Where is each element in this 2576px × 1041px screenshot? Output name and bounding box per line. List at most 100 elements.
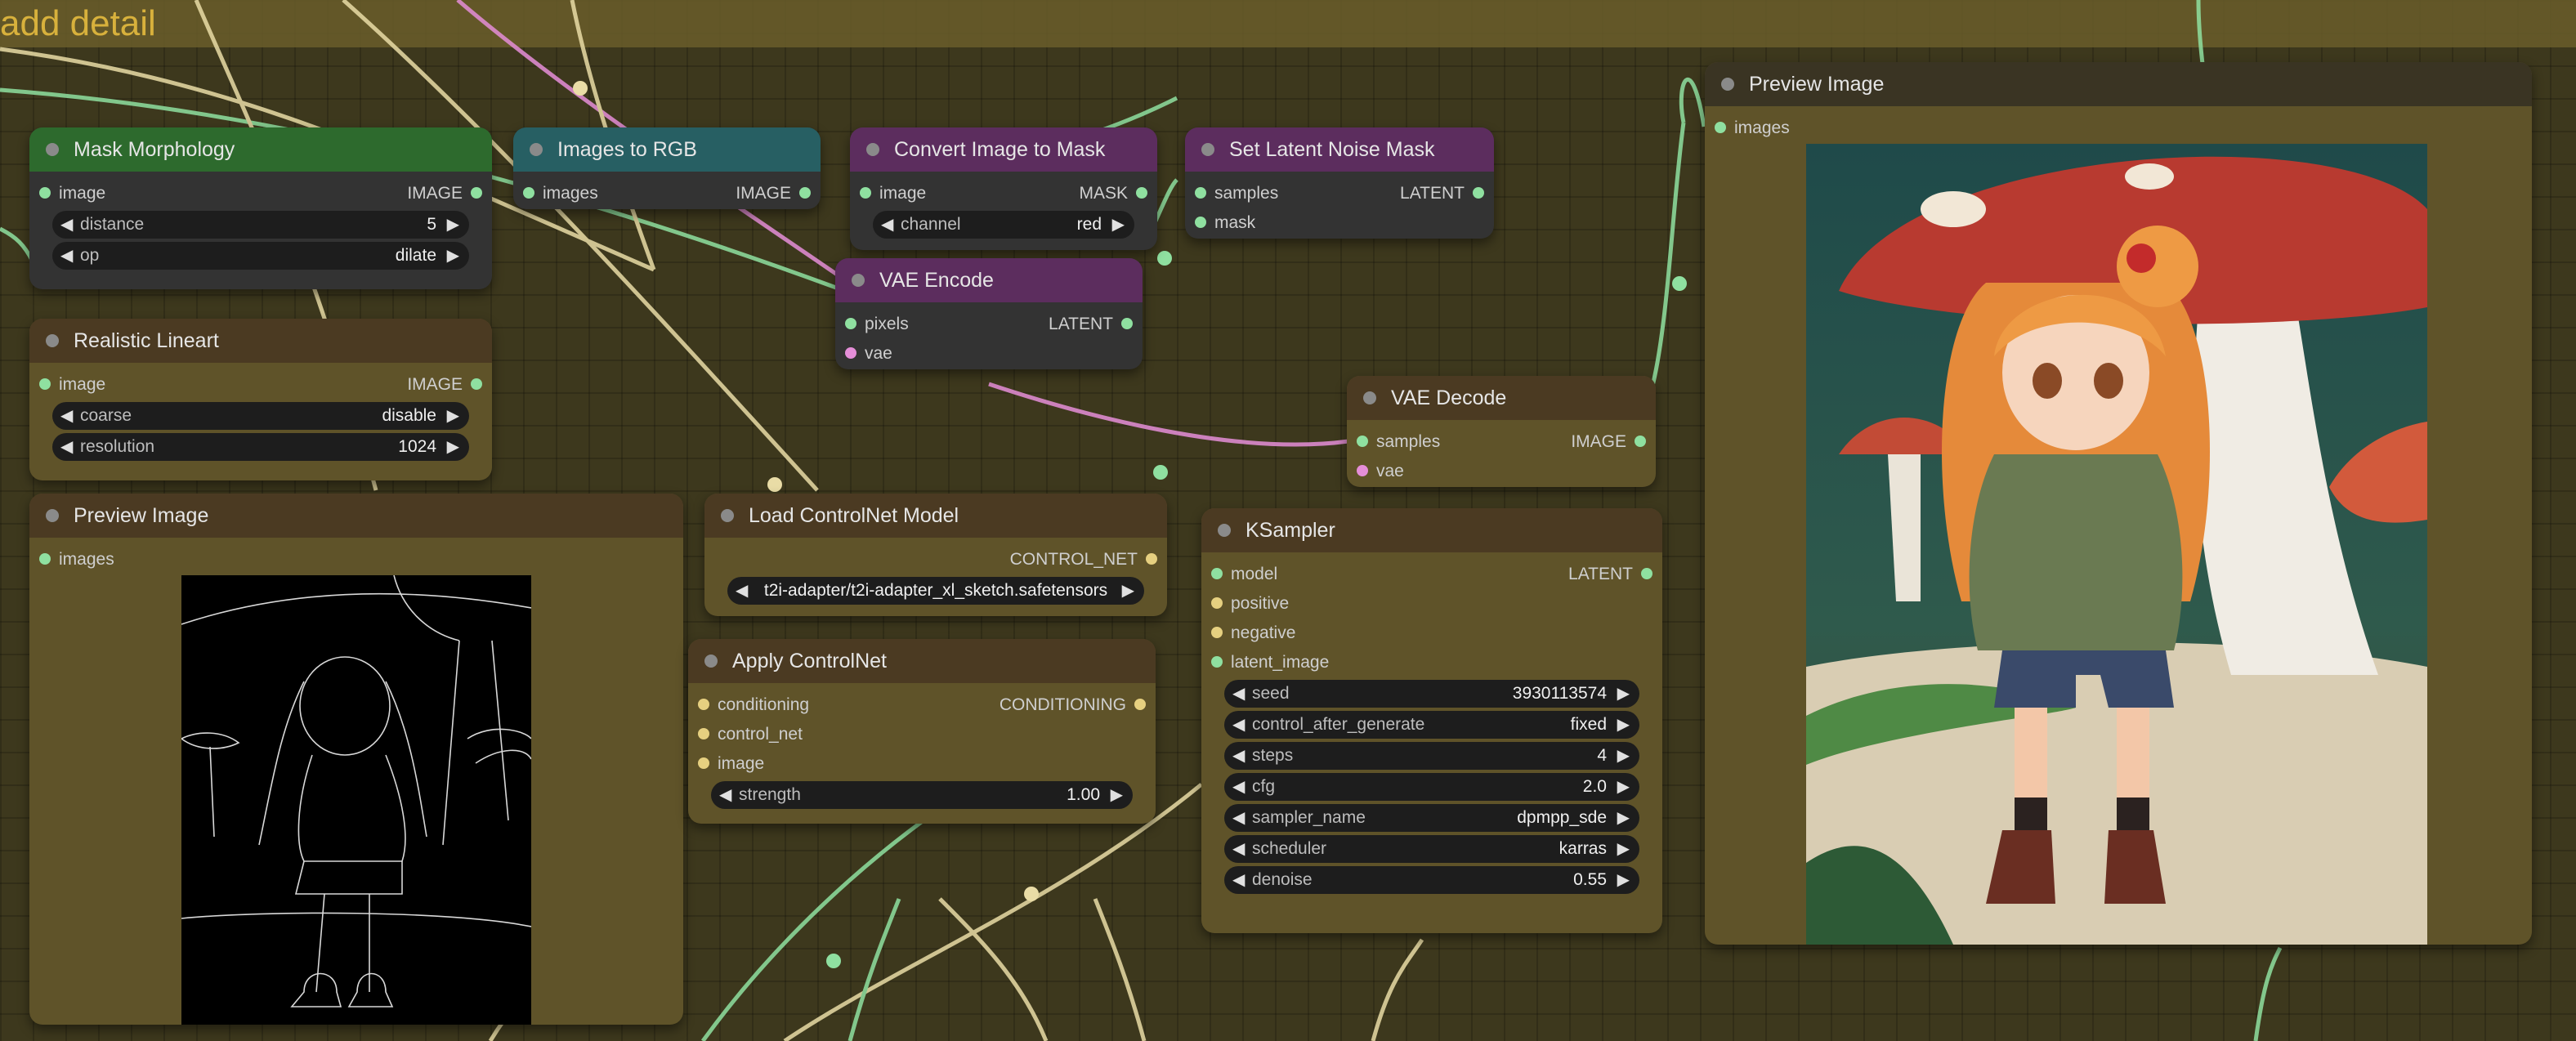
input-slot[interactable] (1211, 627, 1223, 638)
input-slot[interactable] (1357, 465, 1368, 476)
ksampler-node[interactable]: KSampler model LATENT positive negative … (1201, 508, 1662, 933)
input-slot[interactable] (845, 347, 856, 359)
output-slot[interactable] (1136, 187, 1147, 199)
input-slot[interactable] (845, 318, 856, 329)
group-header[interactable] (0, 0, 2576, 47)
input-slot[interactable] (39, 187, 51, 199)
input-slot[interactable] (1195, 187, 1206, 199)
input-slot[interactable] (1211, 656, 1223, 668)
collapse-dot[interactable] (46, 334, 59, 347)
output-slot[interactable] (1134, 699, 1146, 710)
arrow-right-icon[interactable]: ▶ (446, 407, 459, 425)
output-slot[interactable] (471, 378, 482, 390)
arrow-right-icon[interactable]: ▶ (446, 247, 459, 265)
arrow-right-icon[interactable]: ▶ (1110, 786, 1123, 804)
arrow-left-icon[interactable]: ◀ (736, 582, 749, 600)
input-slot[interactable] (523, 187, 534, 199)
arrow-right-icon[interactable]: ▶ (1121, 582, 1134, 600)
collapse-dot[interactable] (721, 509, 734, 522)
arrow-left-icon[interactable]: ◀ (1232, 716, 1246, 734)
node-title[interactable]: Preview Image (1705, 62, 2532, 106)
preview-image-node-left[interactable]: Preview Image images (29, 494, 683, 1025)
input-slot[interactable] (1715, 122, 1726, 133)
node-title[interactable]: Set Latent Noise Mask (1185, 127, 1494, 172)
generated-preview-image[interactable] (1806, 144, 2427, 945)
vae-decode-node[interactable]: VAE Decode samples IMAGE vae (1347, 376, 1656, 487)
collapse-dot[interactable] (704, 655, 718, 668)
output-slot[interactable] (471, 187, 482, 199)
input-slot[interactable] (39, 378, 51, 390)
arrow-right-icon[interactable]: ▶ (1617, 809, 1630, 827)
arrow-left-icon[interactable]: ◀ (1232, 871, 1246, 889)
arrow-right-icon[interactable]: ▶ (1617, 871, 1630, 889)
node-title[interactable]: Load ControlNet Model (704, 494, 1167, 538)
collapse-dot[interactable] (46, 509, 59, 522)
input-slot[interactable] (698, 757, 709, 769)
arrow-left-icon[interactable]: ◀ (719, 786, 732, 804)
arrow-right-icon[interactable]: ▶ (1617, 716, 1630, 734)
input-slot[interactable] (1211, 597, 1223, 609)
arrow-right-icon[interactable]: ▶ (446, 216, 459, 234)
collapse-dot[interactable] (530, 143, 543, 156)
node-title[interactable]: KSampler (1201, 508, 1662, 552)
apply-controlnet-node[interactable]: Apply ControlNet conditioning CONDITIONI… (688, 639, 1156, 824)
vae-encode-node[interactable]: VAE Encode pixels LATENT vae (835, 258, 1143, 369)
node-title[interactable]: Realistic Lineart (29, 319, 492, 363)
arrow-left-icon[interactable]: ◀ (1232, 778, 1246, 796)
node-title[interactable]: VAE Encode (835, 258, 1143, 302)
collapse-dot[interactable] (866, 143, 879, 156)
output-slot[interactable] (1146, 553, 1157, 565)
output-slot[interactable] (1641, 568, 1652, 579)
arrow-left-icon[interactable]: ◀ (1232, 809, 1246, 827)
input-slot[interactable] (1195, 217, 1206, 228)
set-latent-noise-mask-node[interactable]: Set Latent Noise Mask samples LATENT mas… (1185, 127, 1494, 239)
collapse-dot[interactable] (46, 143, 59, 156)
arrow-left-icon[interactable]: ◀ (1232, 747, 1246, 765)
input-slot[interactable] (860, 187, 871, 199)
input-slot[interactable] (698, 699, 709, 710)
node-title[interactable]: Images to RGB (513, 127, 821, 172)
arrow-left-icon[interactable]: ◀ (60, 247, 74, 265)
preview-image-node-right[interactable]: Preview Image images (1705, 62, 2532, 945)
load-controlnet-model-node[interactable]: Load ControlNet Model CONTROL_NET ◀t2i-a… (704, 494, 1167, 616)
node-title[interactable]: Convert Image to Mask (850, 127, 1157, 172)
node-title[interactable]: VAE Decode (1347, 376, 1656, 420)
arrow-right-icon[interactable]: ▶ (1111, 216, 1125, 234)
arrow-left-icon[interactable]: ◀ (881, 216, 894, 234)
arrow-left-icon[interactable]: ◀ (1232, 685, 1246, 703)
arrow-left-icon[interactable]: ◀ (60, 407, 74, 425)
arrow-left-icon[interactable]: ◀ (1232, 840, 1246, 858)
lineart-preview-image[interactable] (181, 575, 531, 1025)
input-slot[interactable] (39, 553, 51, 565)
arrow-right-icon[interactable]: ▶ (1617, 778, 1630, 796)
arrow-left-icon[interactable]: ◀ (60, 438, 74, 456)
collapse-dot[interactable] (1218, 524, 1231, 537)
collapse-dot[interactable] (1721, 78, 1734, 91)
node-title[interactable]: Mask Morphology (29, 127, 492, 172)
images-to-rgb-node[interactable]: Images to RGB images IMAGE (513, 127, 821, 209)
arrow-right-icon[interactable]: ▶ (1617, 747, 1630, 765)
controlnet-name-widget[interactable]: ◀t2i-adapter/t2i-adapter_xl_sketch.safet… (727, 577, 1144, 605)
node-title[interactable]: Preview Image (29, 494, 683, 538)
collapse-dot[interactable] (1201, 143, 1214, 156)
collapse-dot[interactable] (852, 274, 865, 287)
arrow-right-icon[interactable]: ▶ (1617, 840, 1630, 858)
collapse-dot[interactable] (1363, 391, 1376, 404)
arrow-left-icon[interactable]: ◀ (60, 216, 74, 234)
output-slot[interactable] (799, 187, 811, 199)
convert-image-to-mask-node[interactable]: Convert Image to Mask image MASK ◀channe… (850, 127, 1157, 250)
